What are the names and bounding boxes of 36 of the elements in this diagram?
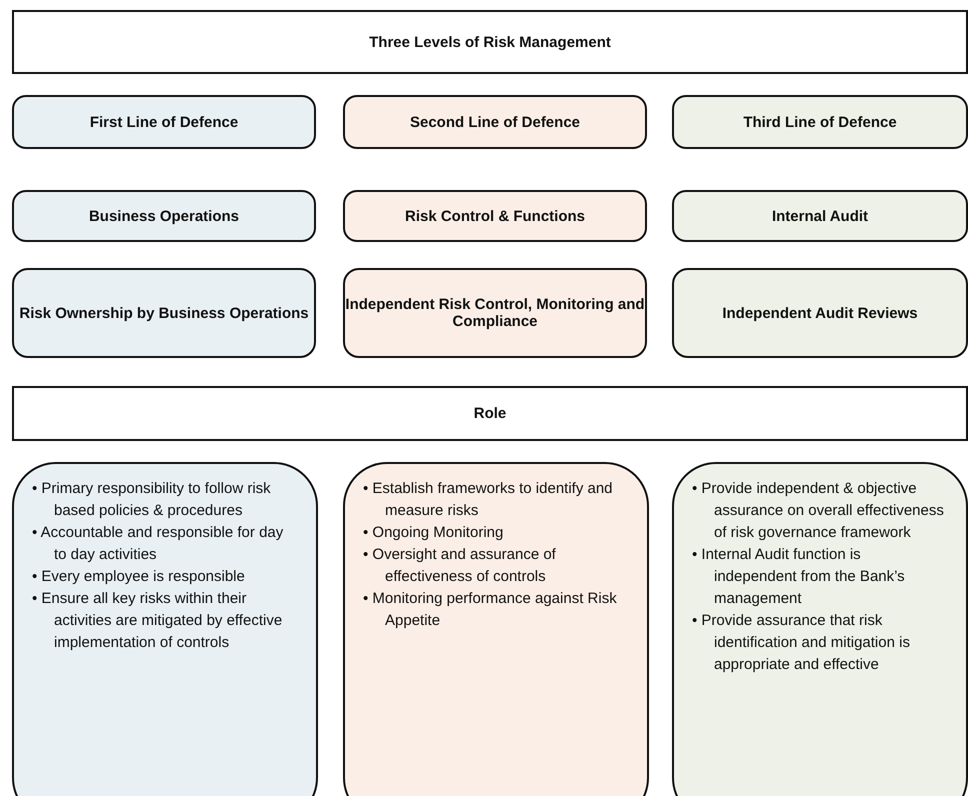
heading-text: Internal Audit [772,208,868,224]
function-box [672,190,968,242]
bullet-text: • Establish frameworks to identify and measure risks [363,479,614,521]
bullet-text: • Ongoing Monitoring [363,523,504,543]
bullet-text: • Internal Audit function is independent from the Bank’s management [692,545,906,609]
bullet-text: • Provide independent & objective assurance on overall effectiveness of risk governance framework [692,479,945,543]
role-card [343,462,649,796]
function-box [12,190,316,242]
role-card [672,462,968,796]
title-banner [12,10,968,74]
heading-text: Risk Control & Functions [405,208,585,224]
bullet-text: • Ensure all key risks within their activities are mitigated by effective implementation of controls [32,589,284,653]
section-banner [12,386,968,441]
heading-text: Independent Audit Reviews [722,304,918,322]
description-box [12,268,316,358]
bullet-text: • Accountable and responsible for day to day activities [32,523,284,565]
heading-text: Risk Ownership by Business Operations [19,304,309,322]
bullet-text: • Primary responsibility to follow risk based policies & procedures [32,479,272,521]
bullet-text: • Monitoring performance against Risk Appetite [363,589,618,631]
bullet-text: • Every employee is responsible [32,567,246,587]
heading-text: First Line of Defence [90,114,238,130]
heading-text: Third Line of Defence [743,114,897,130]
line-header-box [343,95,647,149]
line-header-box [672,95,968,149]
heading-text: Second Line of Defence [410,114,580,130]
line-header-box [12,95,316,149]
function-box [343,190,647,242]
role-card [12,462,318,796]
heading-text: Business Operations [88,208,240,224]
bullet-text: • Provide assurance that risk identification and mitigation is appropriate and effective [692,611,911,675]
bullet-text: • Oversight and assurance of effectiveness of controls [363,545,557,587]
heading-text: Three Levels of Risk Management [369,34,611,50]
heading-text: Independent Risk Control, Monitoring and Compliance [345,296,645,330]
description-box [672,268,968,358]
description-box [343,268,647,358]
heading-text: Role [474,405,506,422]
